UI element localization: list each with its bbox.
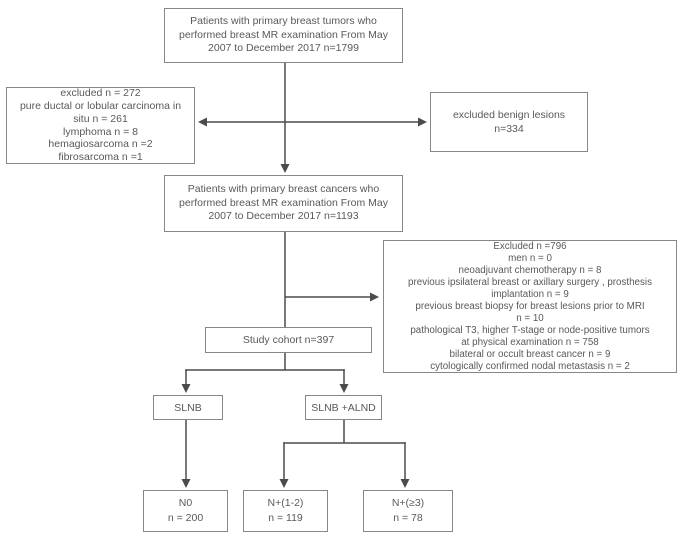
node-slnb-label: SLNB — [174, 401, 202, 414]
node-n3-plus-label: N+(≥3) n = 78 — [391, 496, 425, 524]
node-study-cohort-label: Study cohort n=397 — [242, 334, 335, 346]
node-patients-tumors-label: Patients with primary breast tumors who … — [179, 14, 388, 55]
arrow-double-exclusions — [198, 117, 427, 127]
arrow-slnb-to-n0 — [181, 420, 191, 488]
node-excluded-criteria: Excluded n =796 men n = 0 neoadjuvant ch… — [383, 240, 677, 373]
node-patients-cancers-label: Patients with primary breast cancers who… — [179, 182, 388, 223]
node-slnb: SLNB — [153, 395, 223, 420]
node-n3-plus: N+(≥3) n = 78 — [363, 490, 453, 532]
node-n0-label: N0 n = 200 — [167, 496, 204, 524]
arrow-top-to-cancers — [280, 63, 290, 173]
split-slnbalnd-to-npositive — [279, 420, 410, 488]
node-study-cohort: Study cohort n=397 — [205, 327, 372, 353]
arrow-to-excluded-criteria — [285, 292, 379, 302]
node-slnb-alnd-label: SLNB +ALND — [311, 401, 376, 414]
node-excluded-benign-label: excluded benign lesions n=334 — [452, 108, 566, 135]
node-excluded-criteria-label: Excluded n =796 men n = 0 neoadjuvant ch… — [408, 240, 652, 372]
node-n1-2-label: N+(1-2) n = 119 — [267, 496, 304, 524]
node-patients-tumors: Patients with primary breast tumors who … — [164, 8, 403, 63]
node-slnb-alnd: SLNB +ALND — [305, 395, 382, 420]
node-n1-2: N+(1-2) n = 119 — [243, 490, 328, 532]
split-study-to-slnb-groups — [181, 353, 349, 393]
node-patients-cancers: Patients with primary breast cancers who… — [164, 175, 403, 232]
node-excluded-pathology-label: excluded n = 272 pure ductal or lobular … — [19, 87, 182, 163]
node-excluded-benign: excluded benign lesions n=334 — [430, 92, 588, 152]
node-n0: N0 n = 200 — [143, 490, 228, 532]
node-excluded-pathology: excluded n = 272 pure ductal or lobular … — [6, 87, 195, 164]
